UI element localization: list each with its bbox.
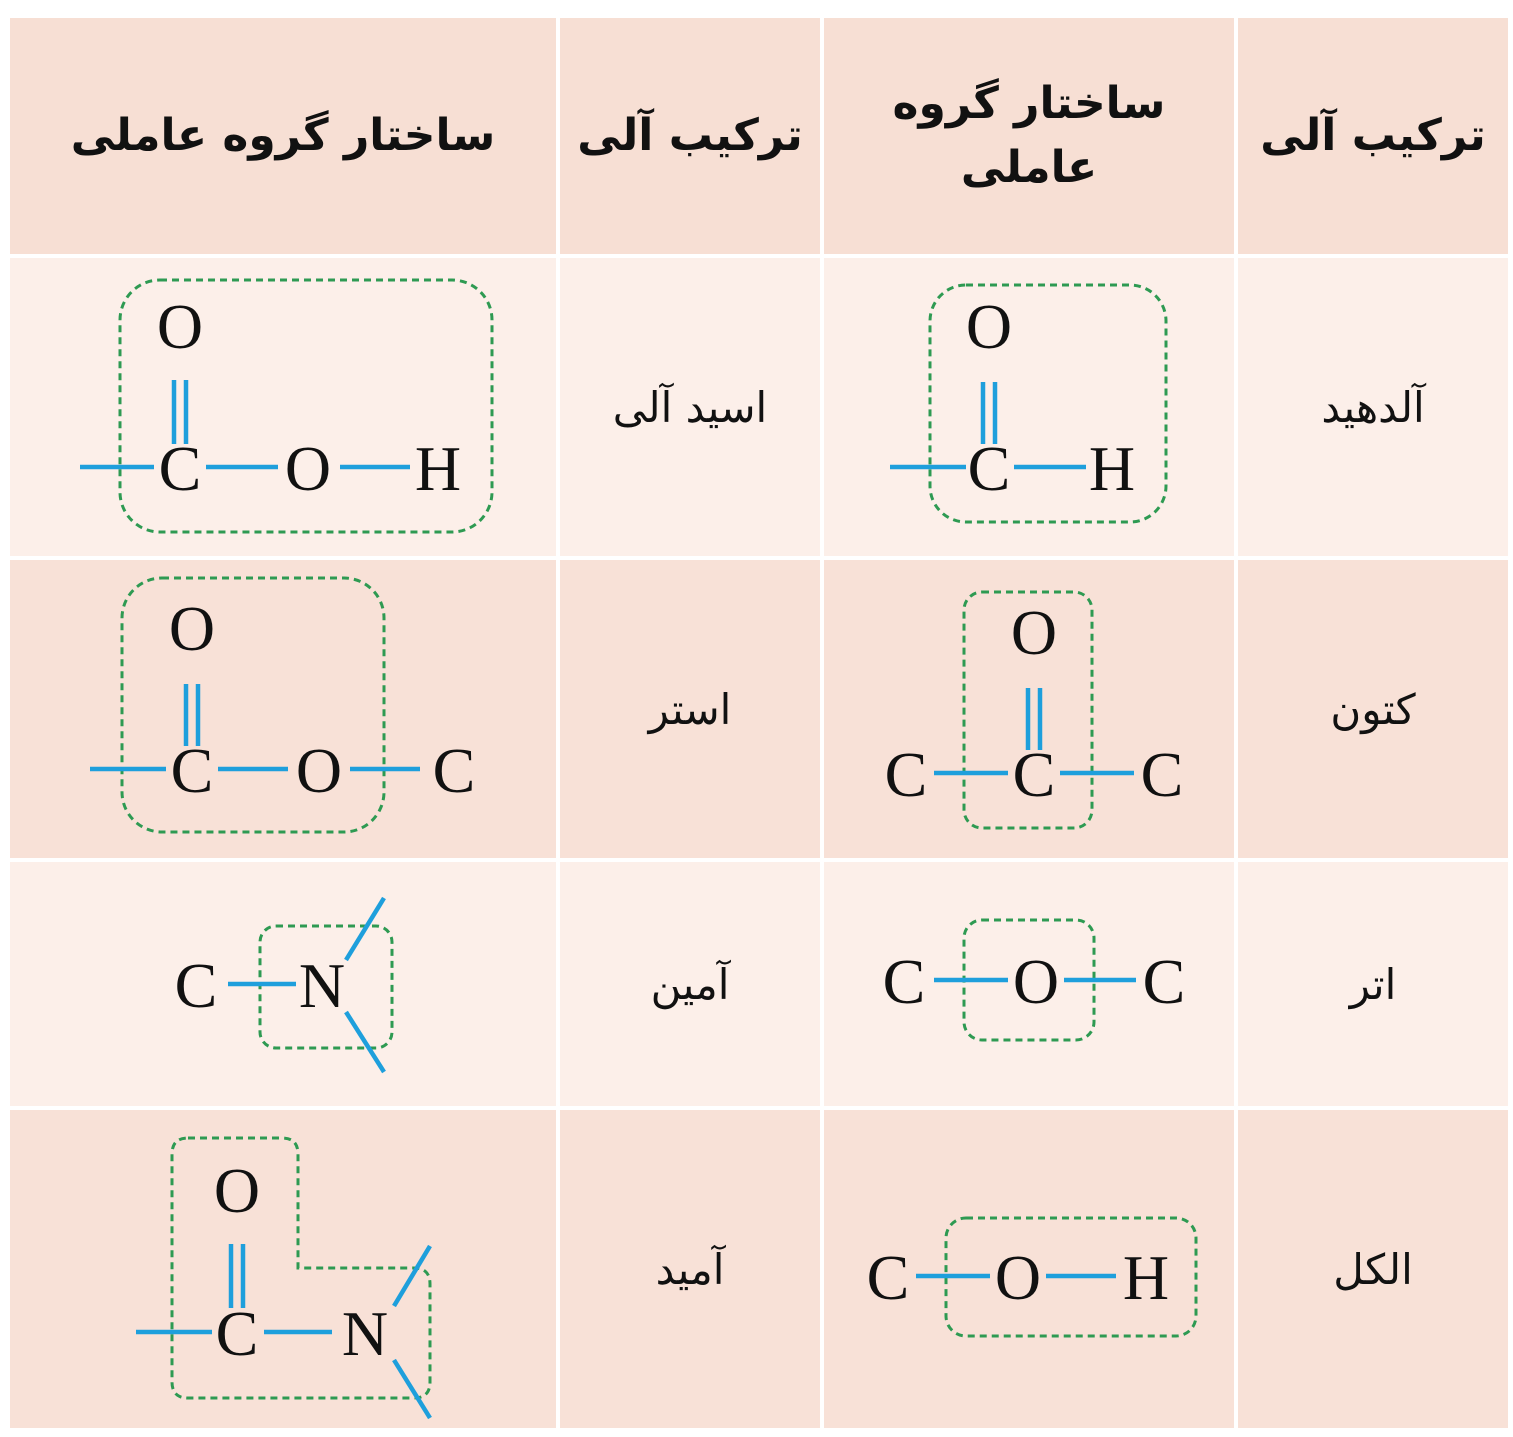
- atom-hydrogen: H: [1089, 433, 1135, 504]
- compound-aldehyde: آلدهید: [1238, 258, 1508, 556]
- header-structure-left: ساختار گروه عاملی: [10, 18, 556, 254]
- structure-alcohol: C O H: [824, 1110, 1234, 1428]
- single-bond: [392, 1358, 432, 1420]
- functional-group-outline: [118, 278, 494, 534]
- functional-group-outline: [170, 1136, 432, 1400]
- functional-groups-table: ترکیب آلی ساختار گروه عاملی ترکیب آلی سا…: [10, 18, 1508, 1428]
- structure-ether: C O C: [824, 862, 1234, 1106]
- atom-oxygen: O: [169, 593, 215, 664]
- carboxylic-acid-structure-diagram: O C O H: [80, 278, 494, 534]
- compound-alcohol: الکل: [1238, 1110, 1508, 1428]
- atom-carbon: C: [1143, 946, 1186, 1017]
- atom-nitrogen: N: [342, 1298, 388, 1369]
- aldehyde-structure-diagram: O C H: [890, 283, 1168, 524]
- compound-carboxylic-acid: اسید آلی: [560, 258, 820, 556]
- atom-carbon: C: [885, 739, 928, 810]
- atom-oxygen: O: [1013, 946, 1059, 1017]
- atom-oxygen: O: [1011, 597, 1057, 668]
- atom-oxygen: O: [157, 291, 203, 362]
- amine-structure-diagram: C N: [175, 896, 394, 1074]
- amide-structure-diagram: O C N: [136, 1136, 432, 1420]
- functional-group-outline: [120, 576, 386, 834]
- ether-structure-diagram: C O C: [883, 918, 1186, 1042]
- atom-carbon: C: [175, 950, 218, 1021]
- compound-ketone: کتون: [1238, 560, 1508, 858]
- atom-oxygen: O: [296, 735, 342, 806]
- atom-oxygen: O: [214, 1155, 260, 1226]
- header-structure-right: ساختار گروه عاملی: [824, 18, 1234, 254]
- atom-carbon: C: [159, 433, 202, 504]
- atom-carbon: C: [171, 735, 214, 806]
- compound-amine: آمین: [560, 862, 820, 1106]
- structure-ketone: O C C C: [824, 560, 1234, 858]
- structure-amide: O C N: [10, 1110, 556, 1428]
- single-bond: [344, 1010, 386, 1074]
- functional-group-outline: [928, 283, 1168, 524]
- atom-hydrogen: H: [1123, 1242, 1169, 1313]
- atom-carbon: C: [968, 433, 1011, 504]
- atom-oxygen: O: [285, 433, 331, 504]
- atom-carbon: C: [867, 1242, 910, 1313]
- structure-ester: O C O C: [10, 560, 556, 858]
- structure-aldehyde: O C H: [824, 258, 1234, 556]
- header-compound-right: ترکیب آلی: [1238, 18, 1508, 254]
- atom-oxygen: O: [995, 1242, 1041, 1313]
- atom-carbon: C: [1013, 739, 1056, 810]
- atom-carbon: C: [433, 735, 476, 806]
- compound-amide: آمید: [560, 1110, 820, 1428]
- single-bond: [392, 1244, 432, 1308]
- functional-group-outline: [962, 590, 1094, 830]
- atom-carbon: C: [1141, 739, 1184, 810]
- atom-hydrogen: H: [415, 433, 461, 504]
- atom-nitrogen: N: [299, 950, 345, 1021]
- functional-group-outline: [258, 924, 394, 1050]
- atom-oxygen: O: [966, 291, 1012, 362]
- single-bond: [344, 896, 386, 962]
- header-compound-left: ترکیب آلی: [560, 18, 820, 254]
- alcohol-structure-diagram: C O H: [867, 1216, 1198, 1338]
- compound-ester: استر: [560, 560, 820, 858]
- ketone-structure-diagram: O C C C: [885, 590, 1184, 830]
- atom-carbon: C: [883, 946, 926, 1017]
- atom-carbon: C: [216, 1298, 259, 1369]
- structure-amine: C N: [10, 862, 556, 1106]
- structure-carboxylic-acid: O C O H: [10, 258, 556, 556]
- ester-structure-diagram: O C O C: [90, 576, 476, 834]
- compound-ether: اتر: [1238, 862, 1508, 1106]
